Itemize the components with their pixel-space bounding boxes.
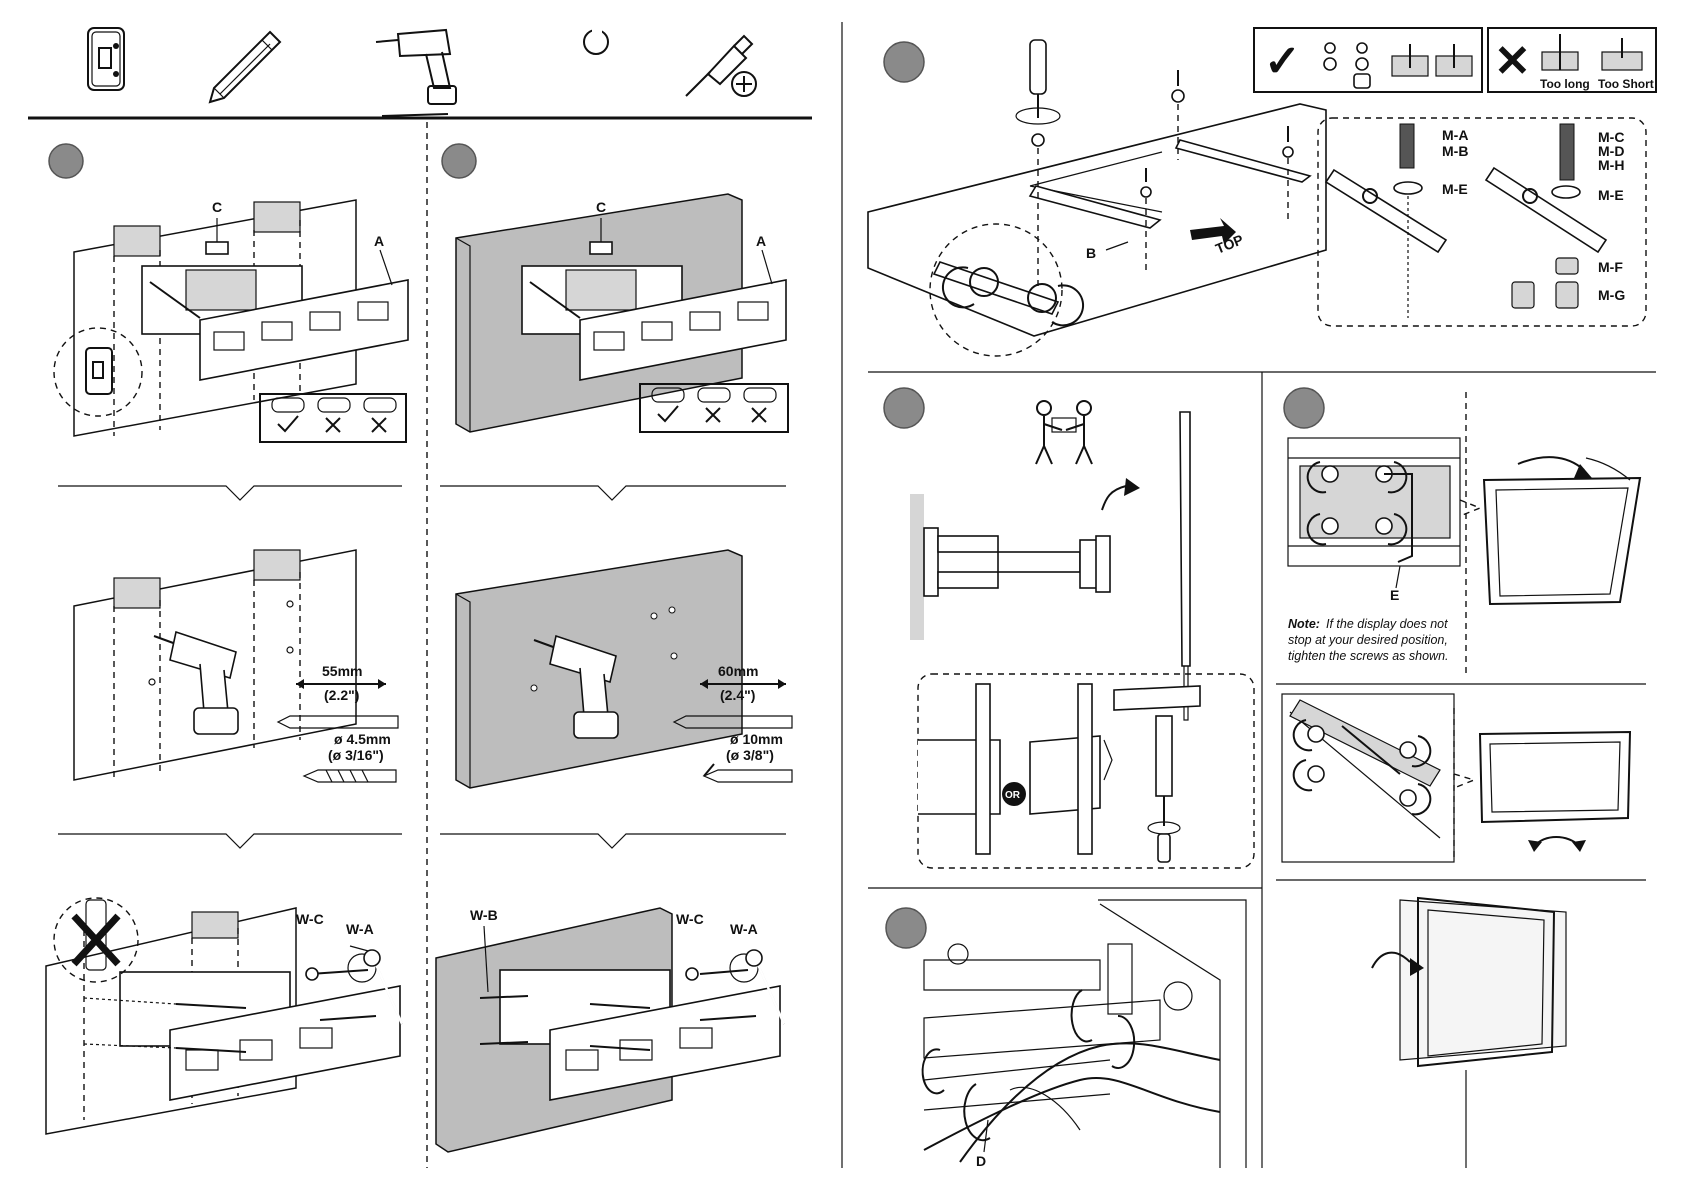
screwdriver-icon	[1030, 40, 1046, 94]
level-check-box	[260, 394, 406, 442]
label-wc: W-C	[676, 911, 704, 927]
step-marker	[884, 42, 924, 82]
concrete-step1-illustration: C A	[456, 194, 788, 432]
note-line-3: tighten the screws as shown.	[1288, 649, 1449, 663]
step-separator	[58, 834, 402, 848]
hang-tv-step: OR	[884, 388, 1254, 868]
parts-detail-box	[1318, 118, 1646, 326]
too-long-label: Too long	[1540, 77, 1590, 91]
tv-side	[1180, 412, 1190, 666]
step-separator	[58, 486, 402, 500]
label-d: D	[976, 1153, 986, 1169]
too-short-label: Too Short	[1598, 77, 1654, 91]
ok-mark: ✓	[1264, 37, 1301, 86]
step-marker	[1284, 388, 1324, 428]
part-me-left: M-E	[1442, 181, 1468, 197]
pencil-icon	[210, 32, 280, 102]
screwdriver-icon	[686, 36, 756, 96]
step-marker	[49, 144, 83, 178]
wood-step1-illustration: C A	[54, 199, 408, 442]
drill-bit-size-in: (ø 3/8")	[726, 747, 774, 763]
label-wa: W-A	[346, 921, 374, 937]
step-marker	[884, 388, 924, 428]
part-mf: M-F	[1598, 259, 1623, 275]
swivel-adjust-step	[1282, 694, 1630, 862]
tv-back-step: B TOP ✓ ✕	[868, 28, 1656, 356]
concrete-step3-illustration: W-B W-C W-A	[436, 907, 784, 1152]
drill-depth: 60mm	[718, 663, 758, 679]
level-c	[206, 242, 228, 254]
or-label: OR	[1005, 790, 1021, 801]
drill-bit-size: ø 10mm	[730, 731, 783, 747]
part-ma: M-A	[1442, 127, 1468, 143]
concrete-column: C A 60mm (2.4")	[436, 144, 792, 1152]
part-me-right: M-E	[1598, 187, 1624, 203]
label-wb: W-B	[470, 907, 498, 923]
cable-step: D	[886, 900, 1246, 1169]
wrench-icon	[548, 26, 608, 96]
step-separator	[440, 486, 786, 500]
bad-mark: ✕	[1494, 37, 1531, 86]
drill-icon	[376, 30, 456, 116]
drill-bit-size: ø 4.5mm	[334, 731, 391, 747]
label-a: A	[756, 233, 766, 249]
label-wc: W-C	[296, 911, 324, 927]
drill-depth-in: (2.4")	[720, 687, 755, 703]
stud-finder-icon	[88, 28, 124, 90]
label-b: B	[1086, 245, 1096, 261]
drill-bit-size-in: (ø 3/16")	[328, 747, 384, 763]
note-bold: Note:	[1288, 617, 1320, 631]
part-mb: M-B	[1442, 143, 1468, 159]
rotate-step	[1372, 898, 1566, 1168]
wood-step2-illustration: 55mm (2.2") ø 4.5mm (ø 3/16")	[74, 550, 398, 782]
step-marker	[886, 908, 926, 948]
label-c: C	[212, 199, 222, 215]
adjust-step: E Note: If the display does not stop at …	[1284, 388, 1640, 676]
part-mg: M-G	[1598, 287, 1625, 303]
label-a: A	[374, 233, 384, 249]
drill-depth-in: (2.2")	[324, 687, 359, 703]
note-line-2: stop at your desired position,	[1288, 633, 1448, 647]
drill-depth: 55mm	[322, 663, 362, 679]
part-mh: M-H	[1598, 157, 1624, 173]
concrete-step2-illustration: 60mm (2.4") ø 10mm (ø 3/8")	[456, 550, 792, 788]
tv-back-panel	[868, 104, 1326, 336]
tools-row	[88, 26, 756, 116]
wood-column: C A	[46, 144, 408, 1134]
wood-step3-illustration: W-C W-A	[46, 898, 402, 1134]
label-c: C	[596, 199, 606, 215]
two-people-icon	[1036, 401, 1092, 464]
step-marker	[442, 144, 476, 178]
note-line-1: If the display does not	[1326, 617, 1448, 631]
label-wa: W-A	[730, 921, 758, 937]
label-e: E	[1390, 587, 1399, 603]
step-separator	[440, 834, 786, 848]
